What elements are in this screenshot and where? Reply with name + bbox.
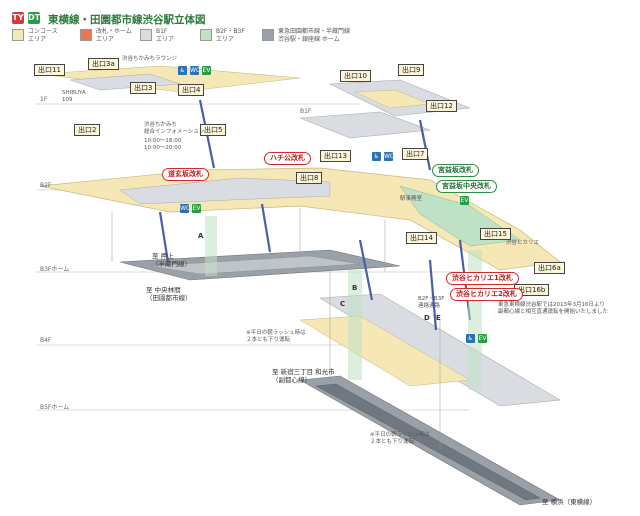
exit-3a-label: 出口3a: [88, 58, 119, 70]
legend-label: B2F・B3F エリア: [216, 28, 245, 43]
level-label-b3f-home: B3Fホーム: [40, 266, 70, 273]
exit-6a-label: 出口6a: [534, 262, 565, 274]
legend-swatch: [200, 29, 212, 41]
denentoshi-line-logo: DT: [28, 12, 41, 24]
bound-oshiage: 至 押上 （半蔵門線）: [152, 252, 191, 268]
exit-10-label: 出口10: [340, 70, 371, 82]
toilet-icon: WC: [190, 66, 201, 75]
restroom-icon: ♿: [372, 152, 381, 161]
level-label-b1f: B1F: [300, 108, 312, 115]
exit-4-label: 出口4: [178, 84, 205, 96]
bound-chuo-rinkan: 至 中央林間 （田園都市線）: [146, 286, 192, 302]
elevator-icon: EV: [202, 66, 211, 75]
note-station-office: 駅事務室: [400, 196, 423, 202]
legend-label: コンコース エリア: [28, 28, 58, 43]
escalator-1f-right: [418, 119, 432, 171]
note-fukutoshin: 東急東横線渋谷駅では2013年3月16日より 副都心線と相互直通運転を開始いたし…: [498, 302, 609, 315]
shaft-c: [468, 250, 482, 390]
gate-hikarie-2: 渋谷ヒカリエ2改札: [450, 288, 523, 301]
exit-8-label: 出口8: [296, 172, 323, 184]
legend-swatch: [12, 29, 24, 41]
route-letter-a: A: [198, 232, 204, 240]
legend-label: B1F エリア: [156, 28, 175, 43]
note-hikarie: 渋谷ヒカリエ: [506, 240, 540, 246]
floor-b2f-inner: [119, 177, 331, 205]
legend-hanzomon: 東急田園都市線・半蔵門線 渋谷駅・銀座線 ホーム: [262, 28, 350, 50]
bound-shinjuku-sanchome: 至 新宿三丁目 和光市 （副都心線）: [272, 368, 335, 384]
escalator-d: [428, 259, 438, 331]
restroom-icon: ♿: [178, 66, 187, 75]
level-label-b5f-home: B5Fホーム: [40, 404, 70, 411]
note-shibuya-109: SHIBUYA 109: [62, 90, 86, 103]
exit-9-label: 出口9: [398, 64, 425, 76]
gate-miyamasuzaka-central: 宮益坂中央改札: [436, 180, 497, 193]
legend-label: 東急田園都市線・半蔵門線 渋谷駅・銀座線 ホーム: [278, 28, 351, 43]
gate-hachiko: ハチ公改札: [264, 152, 311, 165]
legend-label: 改札・ホーム エリア: [96, 28, 132, 43]
exit-11-label: 出口11: [34, 64, 65, 76]
toyoko-line-logo: TY: [12, 12, 24, 24]
floor-1f-left: [39, 65, 301, 93]
level-label-1f: 1F: [40, 96, 48, 103]
exit-7-label: 出口7: [402, 148, 429, 160]
note-info: 渋谷ちかみち 総合インフォメーション: [144, 122, 205, 135]
diagram-title: 東横線・田園都市線渋谷駅立体図: [48, 14, 206, 26]
escalator-b: [260, 203, 272, 253]
route-letter-b: B: [352, 284, 358, 292]
legend-gate-home: 改札・ホーム エリア: [80, 28, 132, 50]
gate-dogenzaka: 道玄坂改札: [162, 168, 209, 181]
legend-b1f: B1F エリア: [140, 28, 174, 50]
toilet-icon: WC: [180, 204, 191, 213]
floor-b1f-mid: [299, 111, 431, 139]
floor-b5f-track: [315, 383, 541, 501]
toilet-icon: WC: [384, 152, 395, 161]
shaft-b: [348, 270, 362, 380]
gate-hikarie-1: 渋谷ヒカリエ1改札: [446, 272, 519, 285]
route-letter-d: D: [424, 314, 430, 322]
note-info-hours: 10:00～18:00 10:00～20:00: [144, 138, 182, 151]
gate-miyamasuzaka: 宮益坂改札: [432, 164, 479, 177]
exit-13-label: 出口13: [320, 150, 351, 162]
shaft-a: [205, 216, 217, 276]
escalator-c: [358, 239, 374, 301]
route-letter-c: C: [340, 300, 346, 308]
level-label-b2f: B2F: [40, 182, 52, 189]
level-label-b4f: B4F: [40, 337, 52, 344]
exit-3-label: 出口3: [130, 82, 157, 94]
exit-14-label: 出口14: [406, 232, 437, 244]
bound-yokohama: 至 横浜（東横線）: [542, 498, 597, 506]
legend-swatch: [140, 29, 152, 41]
elevator-icon: EV: [192, 204, 201, 213]
exit-2-label: 出口2: [74, 124, 101, 136]
note-b2-b3-passage: B2F・B3F 連絡通路: [418, 296, 445, 309]
note-escalator-b4: ※平日の朝ラッシュ時は ２本とも下り運転: [246, 330, 306, 343]
note-escalator-b5: ※平日の朝ラッシュ時は ２本とも下り運転: [370, 432, 430, 445]
legend-concourse: コンコース エリア: [12, 28, 58, 50]
restroom-icon: ♿: [466, 334, 475, 343]
route-letter-e: E: [436, 314, 441, 322]
legend-swatch: [262, 29, 274, 41]
legend-b2f-b3f: B2F・B3F エリア: [200, 28, 245, 50]
floor-b3f-home-inner: [149, 255, 361, 275]
escalator-a: [158, 211, 170, 263]
legend-swatch: [80, 29, 92, 41]
note-lounge: 渋谷ちかみちラウンジ: [122, 56, 178, 62]
elevator-icon: EV: [478, 334, 487, 343]
exit-12-label: 出口12: [426, 100, 457, 112]
exit-5-label: 出口5: [200, 124, 227, 136]
exit-15-label: 出口15: [480, 228, 511, 240]
elevator-icon: EV: [460, 196, 469, 205]
